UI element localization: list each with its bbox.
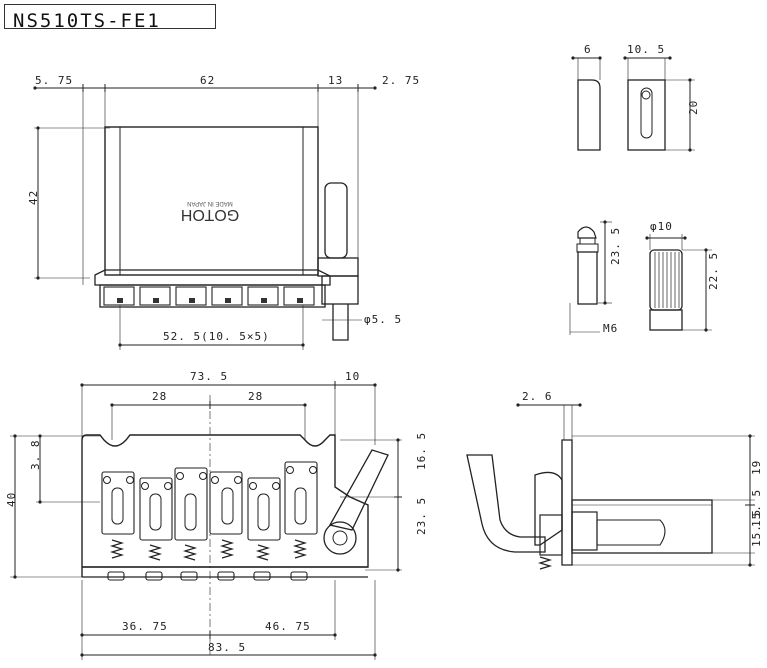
block-detail [571, 56, 695, 152]
dim-stud-spacing-right: 28 [248, 390, 263, 403]
dim-upper-height: 16. 5 [415, 432, 428, 470]
svg-text:MADE IN JAPAN: MADE IN JAPAN [187, 200, 233, 206]
gotoh-logo: GOTOH MADE IN JAPAN [181, 200, 239, 223]
dim-thread: M6 [603, 322, 618, 335]
dim-lower-height: 23. 5 [415, 497, 428, 535]
dim-base-left: 36. 75 [122, 620, 168, 633]
dim-stud-spacing-left: 28 [152, 390, 167, 403]
svg-text:GOTOH: GOTOH [181, 206, 239, 223]
dim-bush-height: 22. 5 [707, 252, 720, 290]
top-view [33, 84, 377, 350]
dim-arm-offset: 10 [345, 370, 360, 383]
dim-base-right: 46. 75 [265, 620, 311, 633]
dim-spacing: 52. 5(10. 5×5) [163, 330, 270, 343]
dim-height: 42 [27, 190, 40, 205]
dim-right-margin: 2. 75 [382, 74, 420, 87]
dim-plate: 2. 6 [522, 390, 553, 403]
dim-block-thickness: 6 [584, 43, 592, 56]
dim-width: 62 [200, 74, 215, 87]
dim-saddle-gap: 13 [328, 74, 343, 87]
side-view [466, 403, 755, 570]
dim-front-width: 73. 5 [190, 370, 228, 383]
front-view [10, 381, 402, 660]
dim-block-height: 20 [687, 100, 700, 115]
dim-small-height: 3. 8 [29, 440, 42, 471]
dim-bush-dia: φ10 [650, 220, 673, 233]
dim-total-height: 40 [5, 492, 18, 507]
dim-pin-dia: φ5. 5 [364, 313, 402, 326]
dim-side-lower: 15. 5 [750, 509, 763, 547]
dim-side-mid: 15. 5 [750, 489, 763, 527]
dim-left-margin: 5. 75 [35, 74, 73, 87]
dim-block-width: 10. 5 [627, 43, 665, 56]
dim-base-total: 83. 5 [208, 641, 246, 654]
dim-stud-height: 23. 5 [609, 227, 622, 265]
dim-side-upper: 19 [750, 460, 763, 475]
drawing-title: NS510TS-FE1 [13, 10, 161, 32]
stud-detail [569, 220, 712, 335]
title-box: NS510TS-FE1 [4, 4, 216, 32]
